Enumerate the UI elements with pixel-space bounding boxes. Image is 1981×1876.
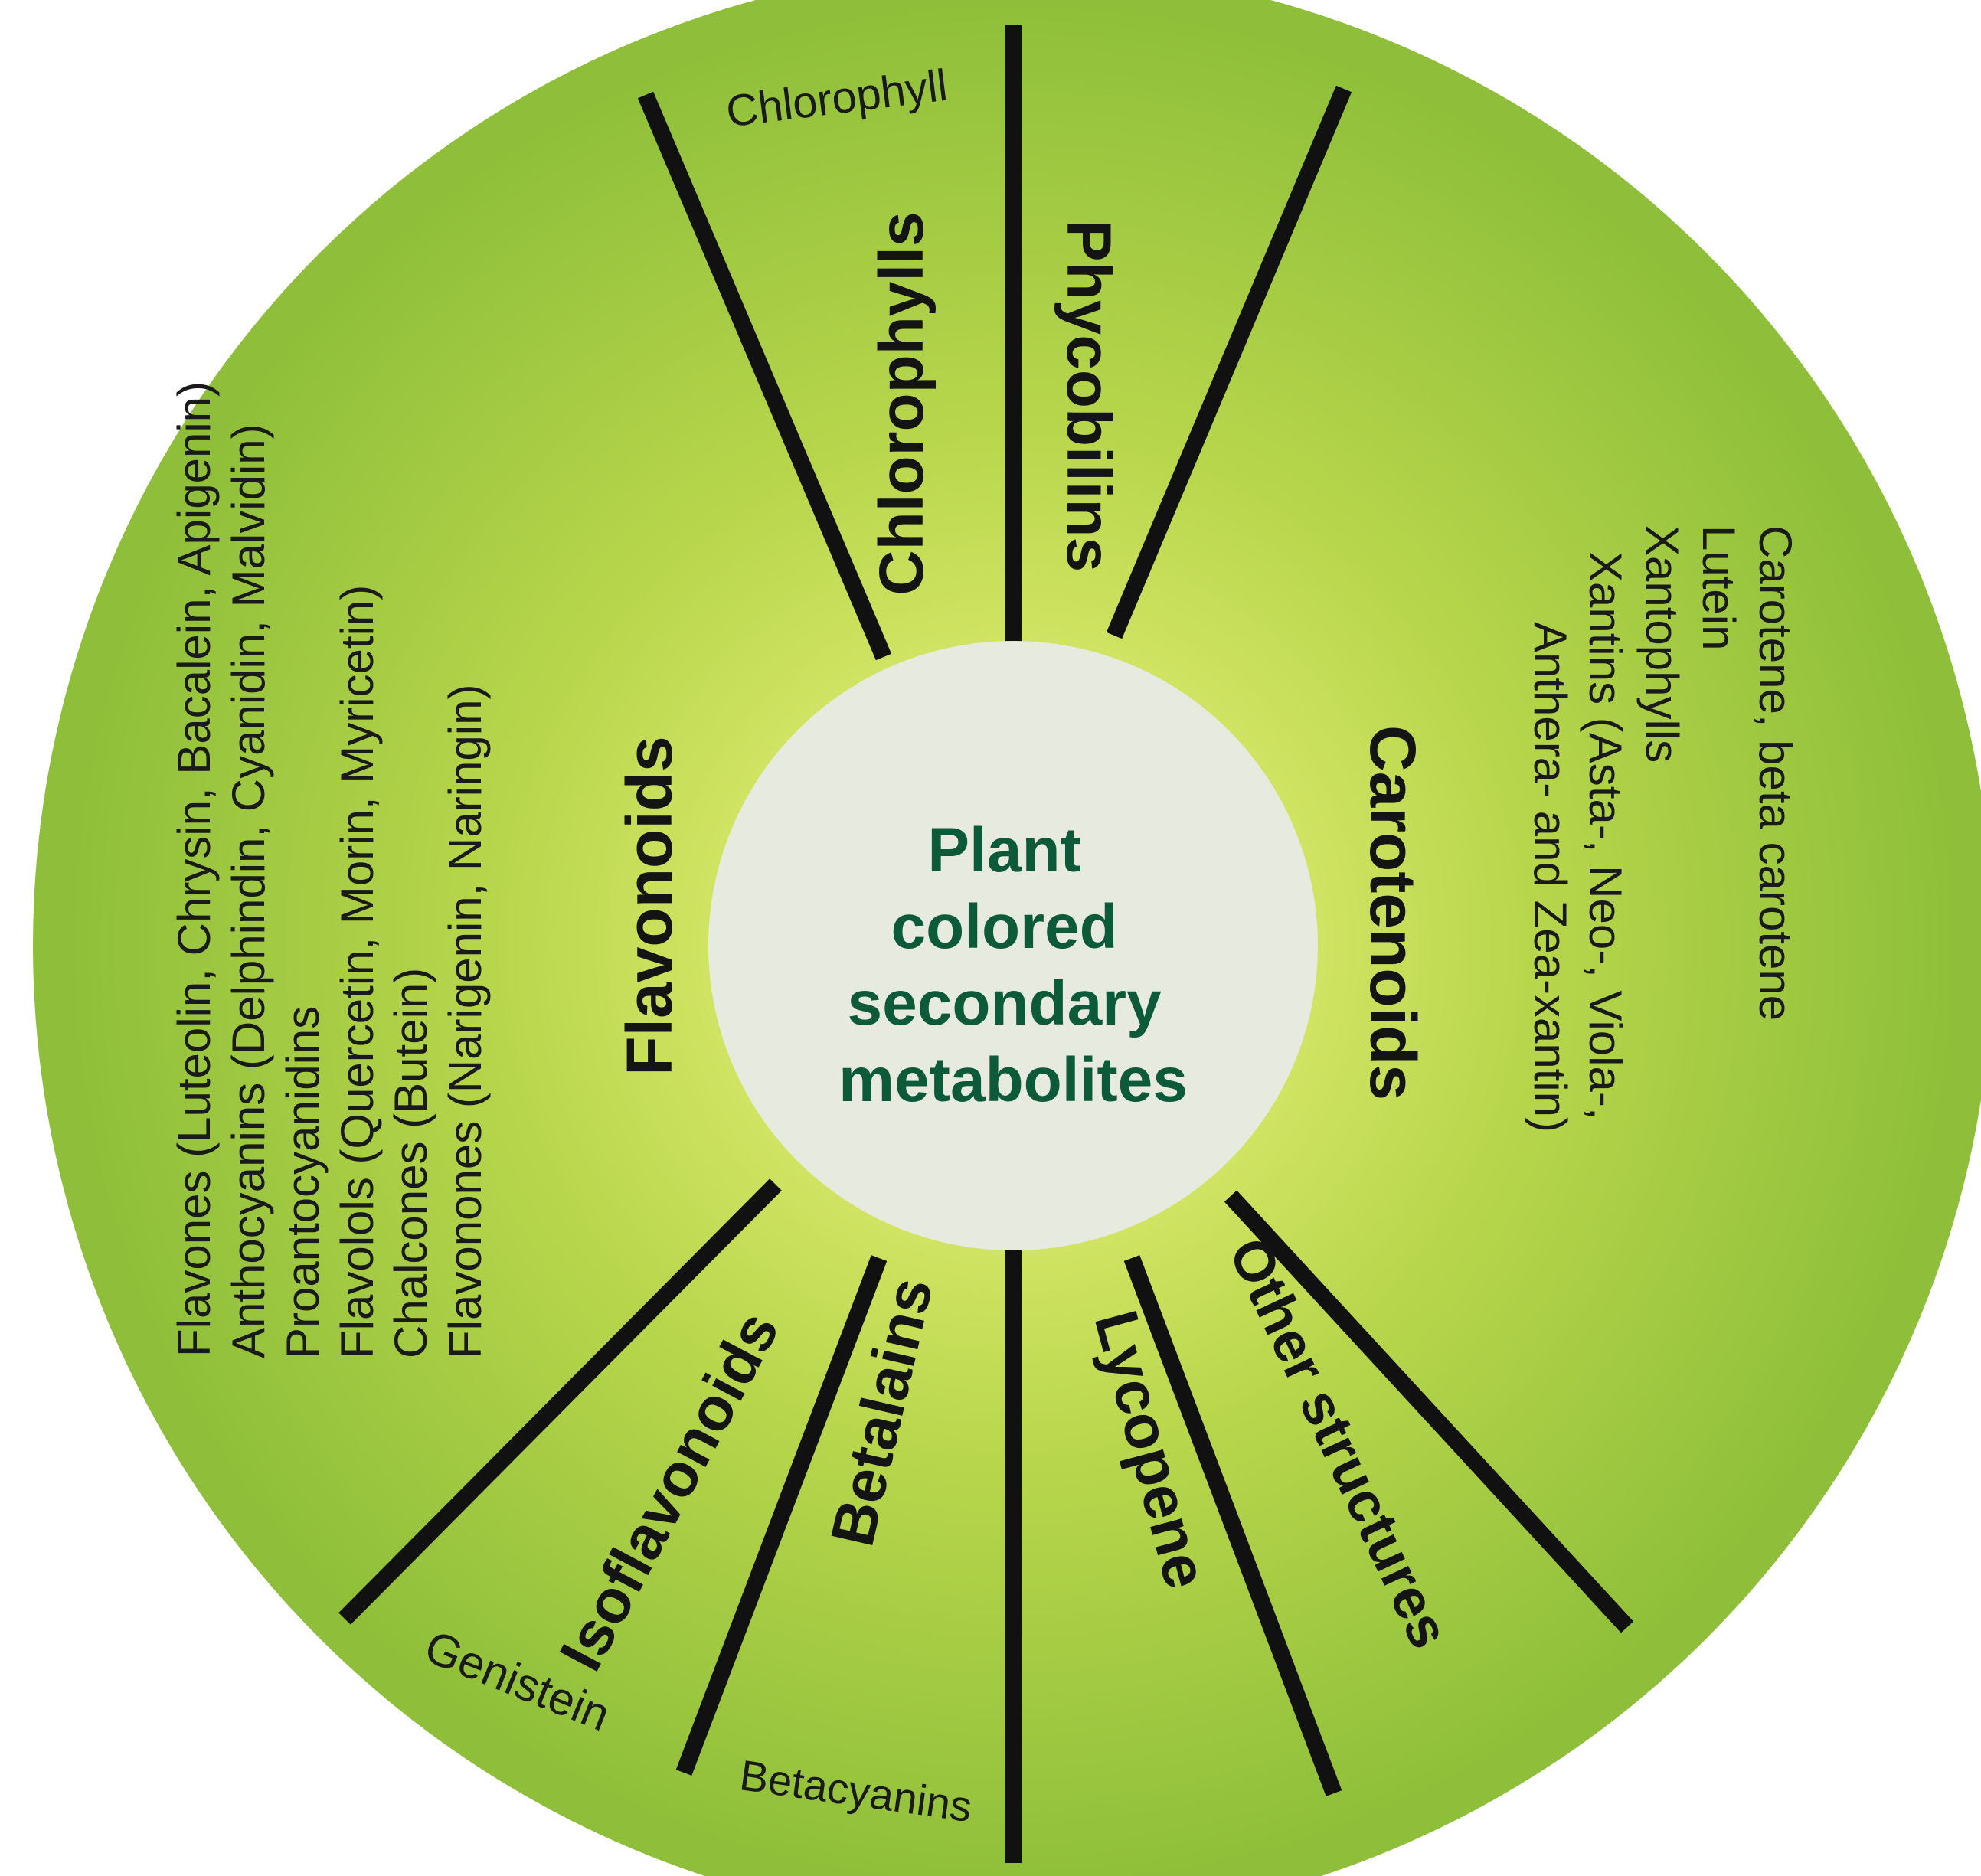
center-line-1: Plant (927, 815, 1080, 885)
sector-item-proantocyanidins: Proantocyanidins (277, 1006, 329, 1358)
sector-item-lutein: Lutein (1693, 525, 1744, 650)
sector-dividers (338, 25, 1634, 1863)
sector-item-xantins: Xantins (Asta-, Neo-, Viola-, (1580, 551, 1631, 1120)
sector-title-carotenoids: Carotenoids (1357, 725, 1429, 1100)
sector-item-carotene: Carotene, beta carotene (1750, 525, 1801, 1021)
center-line-3: secondary (848, 969, 1162, 1038)
sector-item-xantophylls: Xantophylls (1636, 525, 1688, 763)
sector-item-flavolols: Flavolols (Quercetin, Morin, Myricetin) (332, 585, 383, 1358)
sector-title-flavonoids: Flavonoids (613, 736, 685, 1075)
divider-phycobilins-right (1106, 85, 1352, 639)
center-line-4: metabolites (838, 1045, 1188, 1115)
center-circle (708, 641, 1318, 1250)
sector-item-flavones: Flavones (Luteolin, Chrysin, Bacalein, A… (168, 381, 220, 1357)
divider-betalains-left (675, 1255, 888, 1776)
divider-lycopene-right (1123, 1255, 1342, 1796)
sector-title-phycobilins: Phycobilins (1054, 220, 1123, 572)
sector-item-anthera-zea: Anthera- and Zea-xantin) (1525, 622, 1576, 1132)
center-line-2: colored (891, 892, 1118, 962)
sector-item-anthocyanins: Anthocyanins (Delphindin, Cyanidin, Malv… (223, 423, 274, 1358)
divider-other-right (1224, 1190, 1634, 1633)
center-title: Plant colored secondary metabolites (838, 815, 1188, 1115)
divider-chlorophylls-left (637, 91, 892, 661)
sector-item-chalcones: Chalcones (Butein) (385, 968, 436, 1358)
sector-item-flavonones: Flavonones (Narigenin, Naringin) (440, 685, 491, 1358)
sector-title-chlorophylls: Chlorophylls (867, 211, 937, 595)
divider-isoflavonoids-left (338, 1178, 782, 1625)
